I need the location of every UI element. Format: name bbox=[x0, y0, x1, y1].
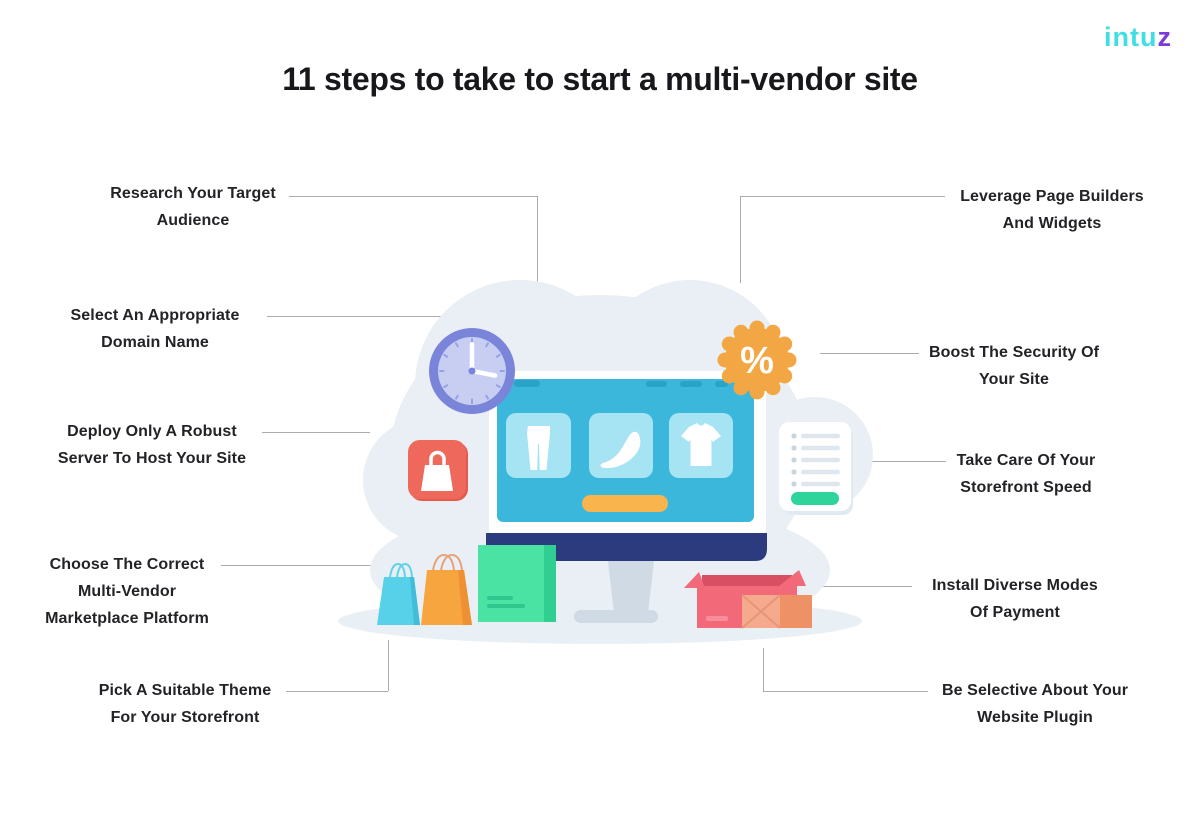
clock-hour-hand bbox=[469, 368, 498, 378]
monitor-stand bbox=[574, 561, 658, 623]
monitor-chin bbox=[486, 533, 767, 561]
salmon-box bbox=[741, 594, 812, 629]
connector-line bbox=[799, 586, 912, 587]
connector-line bbox=[763, 648, 764, 691]
product-card-pants bbox=[506, 413, 571, 478]
browser-bar-dashes bbox=[514, 380, 728, 387]
connector-line bbox=[820, 353, 919, 354]
tshirt-icon bbox=[681, 423, 721, 466]
bag-handle bbox=[429, 450, 446, 467]
intuz-logo: intuz bbox=[1104, 22, 1172, 53]
connector-line bbox=[289, 196, 537, 197]
cyan-bag bbox=[377, 577, 420, 625]
shopping-bags-icon bbox=[377, 545, 556, 625]
checklist-rows bbox=[791, 433, 840, 487]
monitor-storefront-icon bbox=[486, 371, 767, 561]
step-label-pick-suitable-theme: Pick A Suitable Theme For Your Storefron… bbox=[98, 682, 272, 726]
step-label-diverse-payment-modes: Install Diverse Modes Of Payment bbox=[932, 577, 1098, 621]
step-label-leverage-page-builders: Leverage Page Builders And Widgets bbox=[960, 188, 1144, 232]
product-card-shoe bbox=[589, 413, 653, 478]
shopping-bag-app-icon bbox=[408, 440, 468, 501]
logo-text-main: intu bbox=[1104, 22, 1158, 52]
step-label-boost-site-security: Boost The Security Of Your Site bbox=[928, 344, 1100, 388]
connector-line bbox=[221, 565, 452, 566]
step-label-choose-marketplace-platform: Choose The Correct Multi-Vendor Marketpl… bbox=[45, 556, 209, 627]
step-label-selective-website-plugin: Be Selective About Your Website Plugin bbox=[941, 682, 1129, 726]
step-label-storefront-speed: Take Care Of Your Storefront Speed bbox=[956, 452, 1096, 496]
connector-line bbox=[740, 196, 945, 197]
clock-minute-hand bbox=[469, 342, 475, 373]
step-label-research-target-audience: Research Your Target Audience bbox=[110, 185, 276, 229]
connector-line bbox=[388, 640, 389, 691]
shoe-icon bbox=[600, 431, 641, 469]
parcel-boxes-icon bbox=[684, 570, 812, 629]
connector-line bbox=[740, 196, 741, 283]
connector-line bbox=[262, 432, 370, 433]
connector-line bbox=[286, 691, 388, 692]
storefront-illustration: % bbox=[338, 280, 873, 644]
connector-line bbox=[267, 316, 476, 317]
bag-body bbox=[421, 465, 453, 491]
connector-line bbox=[862, 461, 946, 462]
checklist-green-button bbox=[791, 492, 839, 505]
percent-symbol: % bbox=[740, 340, 774, 382]
clock-ticks bbox=[439, 338, 505, 404]
discount-badge-icon: % bbox=[717, 320, 797, 400]
clock-icon bbox=[429, 328, 515, 414]
green-product-box bbox=[478, 545, 556, 622]
connector-line bbox=[537, 196, 538, 288]
checklist-icon bbox=[779, 422, 853, 515]
step-label-deploy-robust-server: Deploy Only A Robust Server To Host Your… bbox=[57, 423, 247, 467]
connector-line bbox=[763, 691, 928, 692]
product-cards bbox=[506, 413, 733, 478]
page-title: 11 steps to take to start a multi-vendor… bbox=[282, 61, 918, 98]
pants-icon bbox=[527, 426, 550, 470]
cta-button-bar bbox=[582, 495, 668, 512]
logo-text-accent: z bbox=[1157, 22, 1172, 52]
step-label-select-domain-name: Select An Appropriate Domain Name bbox=[70, 307, 240, 351]
